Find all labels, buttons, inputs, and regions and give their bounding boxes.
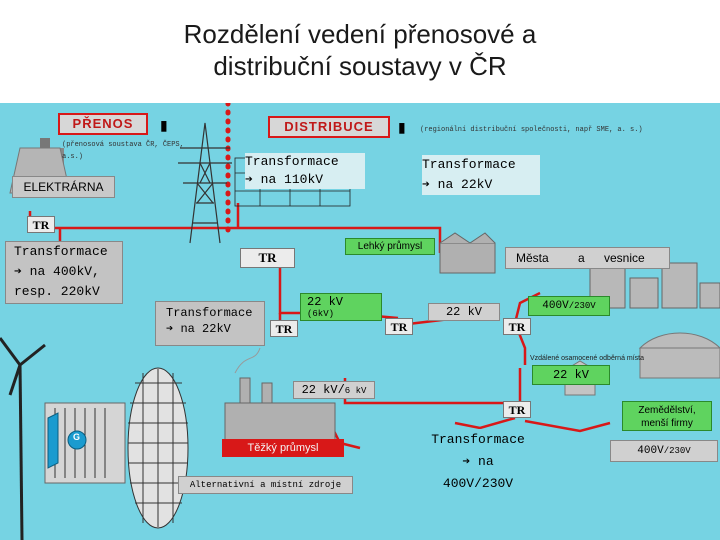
transformace-400-230-label: Transformace ➔ na 400V/230V [418,429,538,499]
transformace-22-top-value: na 22kV [437,177,493,192]
transformace-low-line3: 400V/230V [442,476,514,491]
zemedelstvi-line2: menší firmy [641,418,693,429]
arrow-icon: ➔ [14,264,22,279]
transformace-400-label: Transformace ➔ na 400kV, resp. 220kV [5,241,123,304]
v400-230-right-label: 400V/230V [528,296,610,316]
tr-top: TR [27,216,55,233]
transformace-110-value: na 110kV [260,172,324,187]
elektrarna-label: ELEKTRÁRNA [12,176,115,198]
transformace-22-mid-line2: ➔ na 22kV [166,321,264,337]
transformace-22-top-line2: ➔ na 22kV [422,175,540,195]
transformace-110-label: Transformace ➔ na 110kV [245,153,365,189]
transformace-22-top-line1: Transformace [422,157,516,172]
kv6-value: (6kV) [307,309,335,319]
arrow-icon: ➔ [422,177,430,192]
transformace-400-value: na 400kV, [29,264,100,279]
kv22-6-label: 22 kV (6kV) [300,293,382,321]
zemedelstvi-line1: Zemědělství, [638,405,696,416]
kv22-value: 22 kV [307,295,344,309]
alternativni-label: Alternativní a místní zdroje [178,476,353,494]
v400-value: 400V [542,300,569,312]
connection-lines [0,103,720,540]
kv22-mid-label: 22 kV [428,303,500,321]
page-title: Rozdělení vedení přenosové a distribuční… [183,19,537,81]
tr-mid: TR [240,248,295,268]
light-industry-icon [439,232,496,274]
kv22-lower-label: 22 kV [532,365,610,385]
mesta-text: Města [516,251,549,265]
arrow-icon: ➔ [245,172,253,187]
a-text: a [578,251,585,265]
v400-low-value: 400V [637,445,664,457]
transformace-low-line1: Transformace [431,432,525,447]
transformace-22-mid-label: Transformace ➔ na 22kV [155,301,265,346]
tezky-prumysl-label: Těžký průmysl [222,439,344,457]
solar-panel-icon [127,367,189,529]
tr-a: TR [270,320,298,337]
vzdalene-label: Vzdálené osamocené odběrná místa [530,355,645,362]
farm-icon [638,332,720,379]
kv6-low-value: 6 kV [344,386,367,396]
prenos-subtitle: (přenosová soustava ČR, ČEPS, a.s.) [62,141,184,161]
v230-value: /230V [568,301,596,311]
prenos-label: PŘENOS [58,113,148,135]
transformace-low-value-na: na [478,454,494,469]
tr-c: TR [503,318,531,335]
transformace-low-line2: ➔ na [418,451,538,473]
transformace-22-top-label: Transformace ➔ na 22kV [422,155,540,195]
v230-low-value: /230V [663,446,691,456]
arrow-icon: ➔ [166,322,174,336]
transformace-110-line1: Transformace [245,154,339,169]
distribuce-subtitle: (regionální distribuční společnosti, nap… [420,126,643,134]
power-grid-diagram: PŘENOS ▮ (přenosová soustava ČR, ČEPS, a… [0,103,720,540]
tr-d: TR [503,401,531,418]
transformace-400-line3: resp. 220kV [14,284,100,299]
transformace-110-line2: ➔ na 110kV [245,171,365,189]
mesta-vesnice-label: Města a vesnice [505,247,670,269]
pylon-icon [178,122,232,244]
tr-b: TR [385,318,413,335]
cursor-icon: ▮ [398,119,406,135]
generator-label: G [73,432,81,442]
transformace-400-line2: ➔ na 400kV, [14,262,122,282]
distribuce-label: DISTRIBUCE [268,116,390,138]
zemedelstvi-label: Zemědělství, menší firmy [622,401,712,431]
kv22-low-value: 22 kV/ [301,383,345,397]
v400-230-low-label: 400V/230V [610,440,718,462]
transformace-22-mid-value: na 22kV [180,322,231,336]
kv22-6-low-label: 22 kV/6 kV [293,381,375,399]
transformace-400-line1: Transformace [14,244,108,259]
lehky-prumysl-label: Lehký průmysl [345,238,435,255]
heavy-industry-icon [224,347,336,444]
generator-building-icon [44,402,126,484]
wind-turbine-icon [0,337,46,540]
transformace-22-mid-line1: Transformace [166,306,253,320]
vesnice-text: vesnice [604,251,645,265]
cursor-icon: ▮ [160,117,168,133]
arrow-icon: ➔ [462,454,471,469]
